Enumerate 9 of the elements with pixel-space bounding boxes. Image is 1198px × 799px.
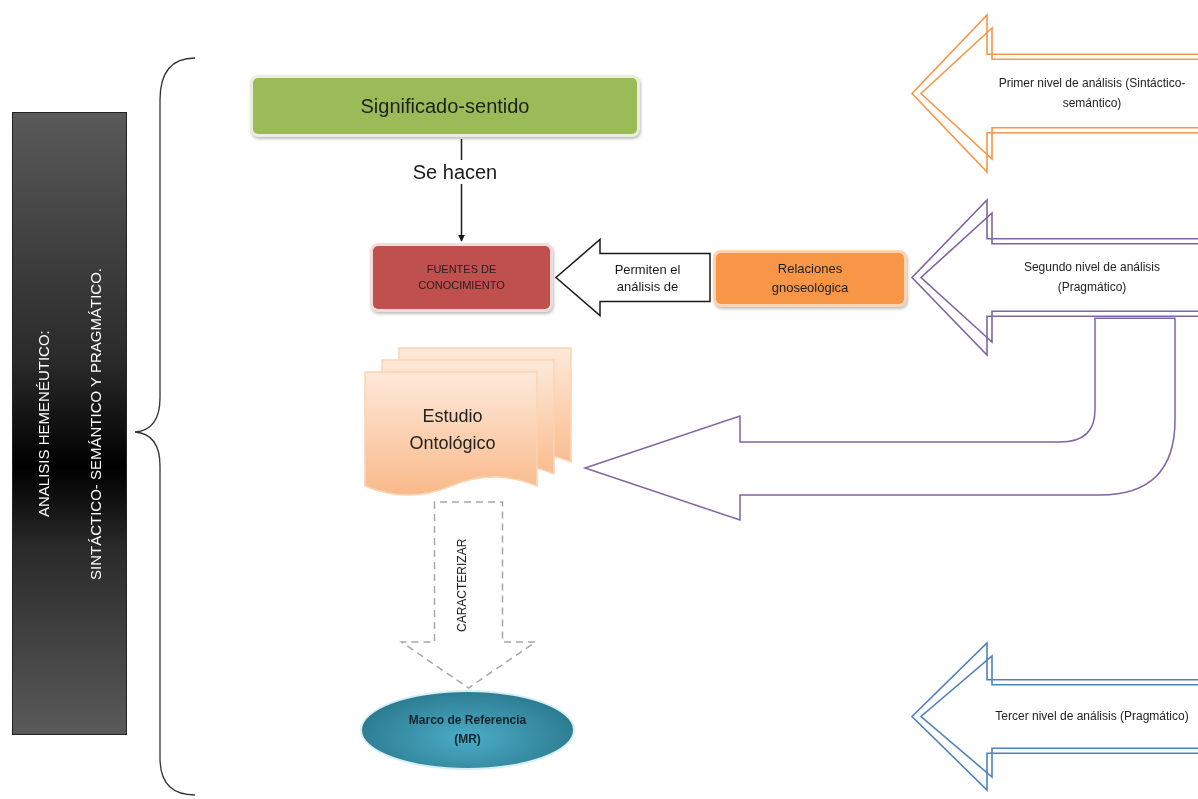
process-box: Relaciones gnoseológica [713,250,907,307]
level-callout: Segundo nivel de análisis (Pragmático) [912,200,1198,355]
process-box: Significado-sentido [250,75,640,137]
title-bar: ANALISIS HEMENÉUTICO: SINTÁCTICO- SEMÁNTICO Y PRAGMÁTICO. [12,112,127,735]
process-box: FUENTES DE CONOCIMIENTO [370,243,553,312]
level-callout: Tercer nivel de análisis (Pragmático) [912,643,1198,790]
block-arrow [584,317,1176,521]
level-callout: Primer nivel de análisis (Sintáctico-semántico) [912,15,1198,172]
ellipse-node: Marco de Referencia (MR) [360,690,575,770]
